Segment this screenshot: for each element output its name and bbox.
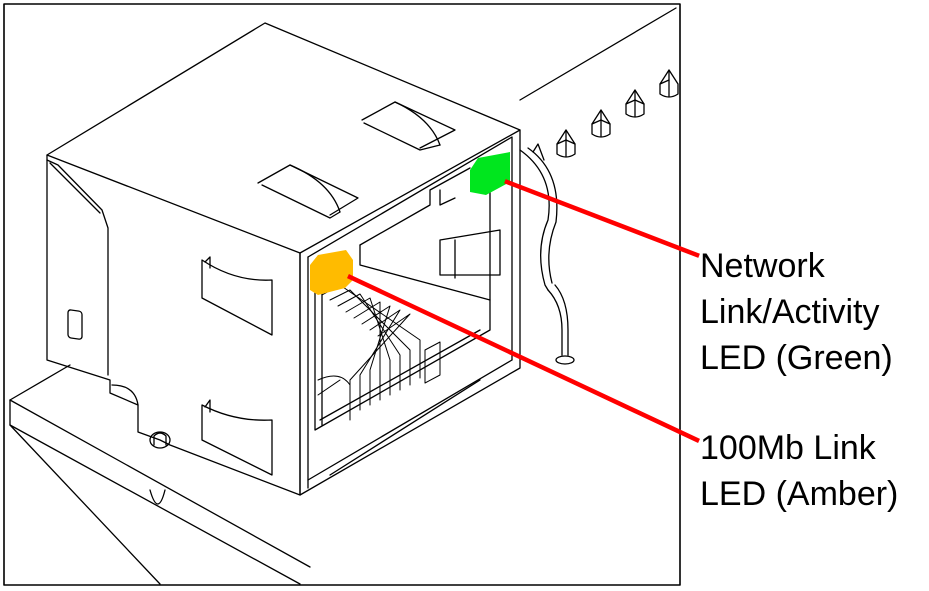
green-led bbox=[470, 152, 510, 195]
callout-line: LED (Green) bbox=[700, 339, 893, 377]
side-latch-tabs bbox=[201, 256, 273, 476]
callout-line: 100Mb Link bbox=[700, 429, 876, 467]
shield-spring bbox=[519, 143, 575, 365]
housing-front bbox=[299, 129, 521, 496]
pcb-pins bbox=[556, 69, 679, 158]
callout-network-link-activity-led: Network Link/Activity LED (Green) bbox=[700, 243, 893, 381]
contact-fingers bbox=[317, 284, 441, 421]
callout-line: LED (Amber) bbox=[700, 475, 899, 513]
housing-left bbox=[46, 154, 301, 496]
base-board bbox=[9, 364, 481, 585]
callout-100mb-link-led: 100Mb Link LED (Amber) bbox=[700, 425, 898, 517]
figure-frame bbox=[3, 3, 681, 586]
back-board bbox=[519, 7, 677, 101]
callout-line: Network bbox=[700, 247, 825, 285]
top-latch-tabs bbox=[257, 101, 456, 219]
amber-leader-line bbox=[347, 274, 700, 443]
amber-led bbox=[310, 250, 353, 295]
callout-line: Link/Activity bbox=[700, 293, 880, 331]
green-leader-line bbox=[504, 179, 700, 258]
housing-top bbox=[46, 22, 521, 254]
